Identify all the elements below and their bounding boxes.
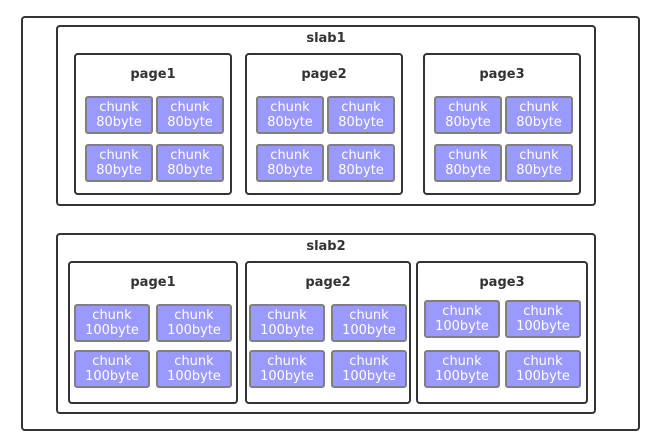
- chunk-label: chunk: [174, 354, 214, 369]
- chunk-label: chunk: [349, 354, 389, 369]
- chunk-label: chunk: [99, 100, 139, 115]
- chunk-label: chunk: [442, 304, 482, 319]
- chunk-size: 100byte: [85, 323, 139, 338]
- chunk-label: chunk: [519, 100, 559, 115]
- slab1-page2-title: page2: [301, 67, 347, 82]
- chunk-size: 80byte: [445, 163, 491, 178]
- chunk-size: 100byte: [516, 319, 570, 334]
- chunk-label: chunk: [448, 148, 488, 163]
- chunk-size: 100byte: [260, 323, 314, 338]
- chunk-size: 80byte: [338, 115, 384, 130]
- chunk-size: 80byte: [516, 163, 562, 178]
- chunk-label: chunk: [349, 308, 389, 323]
- chunk-size: 80byte: [267, 163, 313, 178]
- chunk-size: 80byte: [338, 163, 384, 178]
- chunk-label: chunk: [92, 308, 132, 323]
- chunk-label: chunk: [92, 354, 132, 369]
- chunk-label: chunk: [442, 354, 482, 369]
- chunk-label: chunk: [99, 148, 139, 163]
- chunk-label: chunk: [174, 308, 214, 323]
- chunk-label: chunk: [270, 148, 310, 163]
- chunk-size: 80byte: [96, 163, 142, 178]
- chunk-label: chunk: [523, 304, 563, 319]
- chunk-size: 80byte: [96, 115, 142, 130]
- chunk-size: 80byte: [516, 115, 562, 130]
- chunk-size: 100byte: [342, 323, 396, 338]
- chunk-size: 80byte: [167, 115, 213, 130]
- chunk-size: 100byte: [167, 369, 221, 384]
- slab2-title: slab2: [306, 239, 346, 254]
- chunk-label: chunk: [448, 100, 488, 115]
- chunk-label: chunk: [341, 100, 381, 115]
- slab2-page2-title: page2: [305, 275, 351, 290]
- slab2-page3-title: page3: [479, 275, 525, 290]
- chunk-label: chunk: [341, 148, 381, 163]
- chunk-label: chunk: [170, 148, 210, 163]
- chunk-size: 100byte: [167, 323, 221, 338]
- slab1-page3-title: page3: [479, 67, 525, 82]
- slab1-title: slab1: [306, 31, 346, 46]
- chunk-label: chunk: [519, 148, 559, 163]
- slab1-page1-title: page1: [130, 67, 176, 82]
- chunk-size: 80byte: [167, 163, 213, 178]
- chunk-size: 80byte: [267, 115, 313, 130]
- chunk-size: 100byte: [435, 319, 489, 334]
- chunk-size: 100byte: [85, 369, 139, 384]
- chunk-size: 100byte: [516, 369, 570, 384]
- chunk-label: chunk: [523, 354, 563, 369]
- chunk-label: chunk: [270, 100, 310, 115]
- chunk-size: 100byte: [435, 369, 489, 384]
- chunk-size: 100byte: [260, 369, 314, 384]
- chunk-label: chunk: [267, 308, 307, 323]
- chunk-size: 80byte: [445, 115, 491, 130]
- chunk-label: chunk: [267, 354, 307, 369]
- chunk-size: 100byte: [342, 369, 396, 384]
- chunk-label: chunk: [170, 100, 210, 115]
- slab2-page1-title: page1: [130, 275, 176, 290]
